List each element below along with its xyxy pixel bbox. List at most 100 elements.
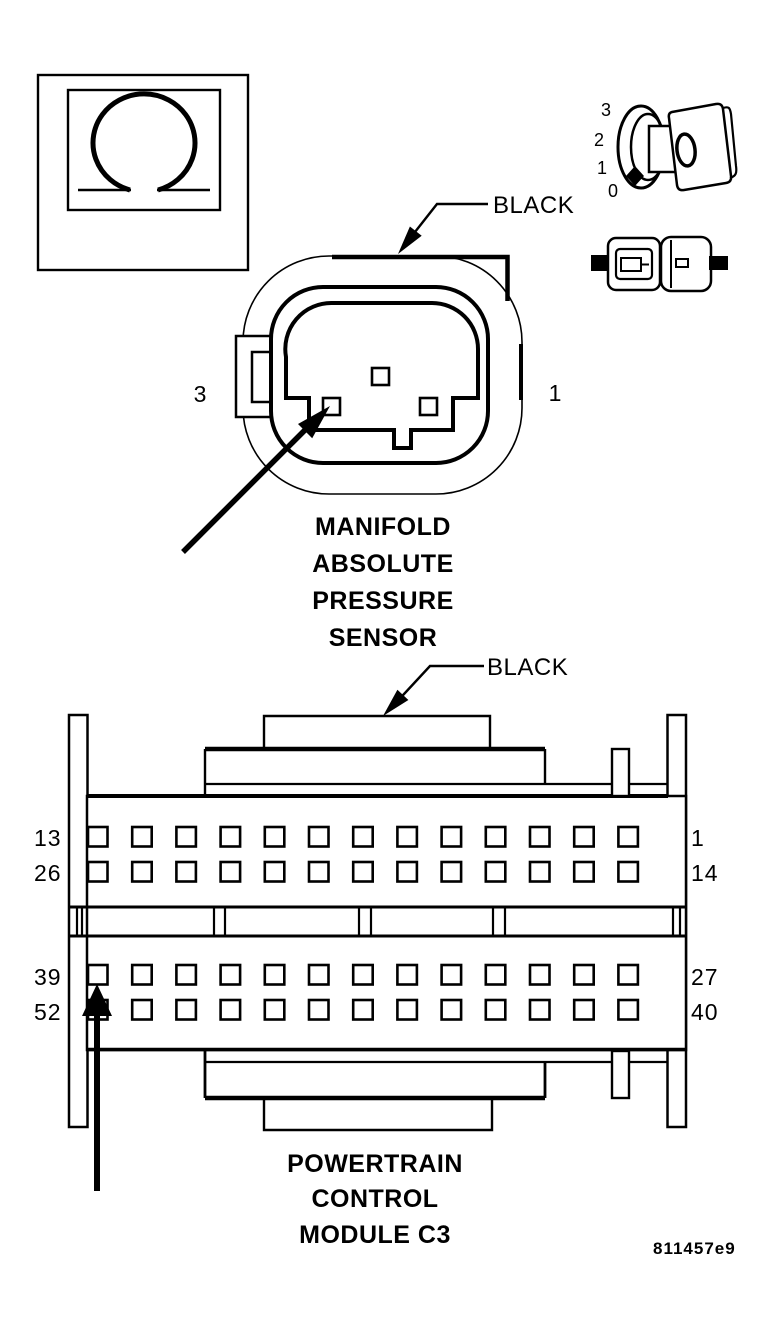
pcm-pin <box>86 860 109 883</box>
pcm-pin-grid <box>86 825 640 1021</box>
pcm-top-small-block <box>262 714 492 749</box>
pcm-pin <box>572 963 596 986</box>
pcm-bottom-tab <box>610 1049 631 1100</box>
wire-stub-left <box>591 255 609 271</box>
dial-number-0: 0 <box>608 181 618 201</box>
figure-id-code: 811457e9 <box>653 1239 736 1258</box>
pcm-pin <box>528 825 551 848</box>
connector-half-right <box>659 235 713 293</box>
pcm-top-tab <box>610 747 631 798</box>
pcm-ear-left <box>67 713 89 1129</box>
pcm-pin <box>617 860 640 883</box>
pcm-top-block-sides <box>203 749 547 796</box>
ohm-symbol-icon <box>90 91 198 193</box>
pcm-pin <box>351 825 375 848</box>
pcm-wire-color-label: BLACK <box>487 654 568 681</box>
pcm-pin <box>396 963 419 986</box>
pcm-bottom-block-sides <box>203 1050 547 1098</box>
dial-hole <box>675 132 697 168</box>
pcm-pin <box>396 998 419 1021</box>
pcm-wire-color-leader: BLACK <box>383 654 568 716</box>
pcm-pin <box>219 963 242 986</box>
pcm-pin <box>351 860 375 883</box>
pcm-pin <box>263 963 286 986</box>
map-latch-tab-inner <box>250 350 273 404</box>
pcm-pin <box>307 963 330 986</box>
leader-arrowhead-icon <box>398 226 422 254</box>
dial-pointer-diamond <box>626 166 644 186</box>
pcm-pin <box>617 825 640 848</box>
map-probe-arrow <box>181 406 330 554</box>
pcm-row-label-1: 1 <box>691 825 705 851</box>
dial-number-1: 1 <box>597 158 607 178</box>
map-caption-line3: PRESSURE <box>312 587 454 615</box>
connector-half-left-face <box>614 247 654 281</box>
pcm-caption: POWERTRAIN CONTROL MODULE C3 <box>287 1150 463 1249</box>
pcm-row-label-14: 14 <box>691 860 719 886</box>
pcm-pin <box>440 998 463 1021</box>
pcm-row-label-39: 39 <box>34 964 62 990</box>
map-pin-3-label: 3 <box>194 381 207 407</box>
dial-number-2: 2 <box>594 130 604 150</box>
pcm-pin <box>86 963 109 986</box>
pcm-pin <box>396 860 419 883</box>
pcm-caption-line1: POWERTRAIN <box>287 1150 463 1178</box>
pcm-pin <box>528 860 551 883</box>
pcm-caption-line3: MODULE C3 <box>299 1221 451 1249</box>
pcm-pin <box>263 998 286 1021</box>
ohmmeter-icon <box>36 73 250 272</box>
pcm-pin <box>484 963 507 986</box>
pcm-caption-line2: CONTROL <box>311 1185 438 1213</box>
pcm-pin <box>307 825 330 848</box>
pcm-pin <box>396 825 419 848</box>
pcm-pin <box>351 998 375 1021</box>
pcm-probe-arrow <box>82 984 112 1191</box>
pcm-pin <box>219 825 242 848</box>
pcm-pin <box>572 998 596 1021</box>
pcm-row-label-13: 13 <box>34 825 62 851</box>
pcm-pin <box>263 860 286 883</box>
pcm-pin <box>219 998 242 1021</box>
pcm-pin <box>130 825 153 848</box>
pcm-pin <box>263 825 286 848</box>
ohmmeter-inner-box <box>66 88 222 212</box>
pcm-row-label-26: 26 <box>34 860 62 886</box>
map-caption-line2: ABSOLUTE <box>312 550 454 578</box>
pcm-pin <box>175 998 198 1021</box>
pcm-pin <box>528 998 551 1021</box>
pcm-pin <box>130 998 153 1021</box>
dial-plate <box>667 102 733 192</box>
pcm-pin <box>440 860 463 883</box>
pcm-row-labels-left: 13 26 39 52 <box>34 825 62 1025</box>
pcm-pin <box>130 963 153 986</box>
map-pin-2 <box>370 366 391 387</box>
leader-line <box>403 202 488 247</box>
leader-line <box>391 664 484 708</box>
pcm-row-label-52: 52 <box>34 999 62 1025</box>
pcm-row-labels-right: 1 14 27 40 <box>691 825 719 1025</box>
pcm-pin <box>219 860 242 883</box>
map-caption: MANIFOLD ABSOLUTE PRESSURE SENSOR <box>312 513 454 652</box>
map-wire-color-leader: BLACK <box>398 192 574 254</box>
pcm-pin <box>528 963 551 986</box>
map-pin-1 <box>418 396 439 417</box>
map-outline-thick-top <box>332 254 510 301</box>
pcm-pin <box>617 963 640 986</box>
probe-arrowhead-icon <box>298 406 330 439</box>
disconnect-connector-icon <box>591 235 728 293</box>
dial-plate-edge <box>722 106 738 180</box>
wire-stub-right <box>709 256 728 270</box>
pcm-pin <box>175 825 198 848</box>
connector-half-right-slot <box>675 258 689 268</box>
pcm-row-label-27: 27 <box>691 964 719 990</box>
dial-number-3: 3 <box>601 100 611 120</box>
map-connector: BLACK 3 1 MANIFOLD ABSOLUTE <box>181 192 574 652</box>
pcm-pin <box>351 963 375 986</box>
pcm-pin <box>175 860 198 883</box>
pcm-bottom-small-block <box>262 1098 494 1132</box>
map-pin-1-label: 1 <box>549 380 562 406</box>
pcm-pin <box>617 998 640 1021</box>
pcm-pin <box>175 963 198 986</box>
pcm-pin <box>130 860 153 883</box>
pcm-pin <box>440 963 463 986</box>
